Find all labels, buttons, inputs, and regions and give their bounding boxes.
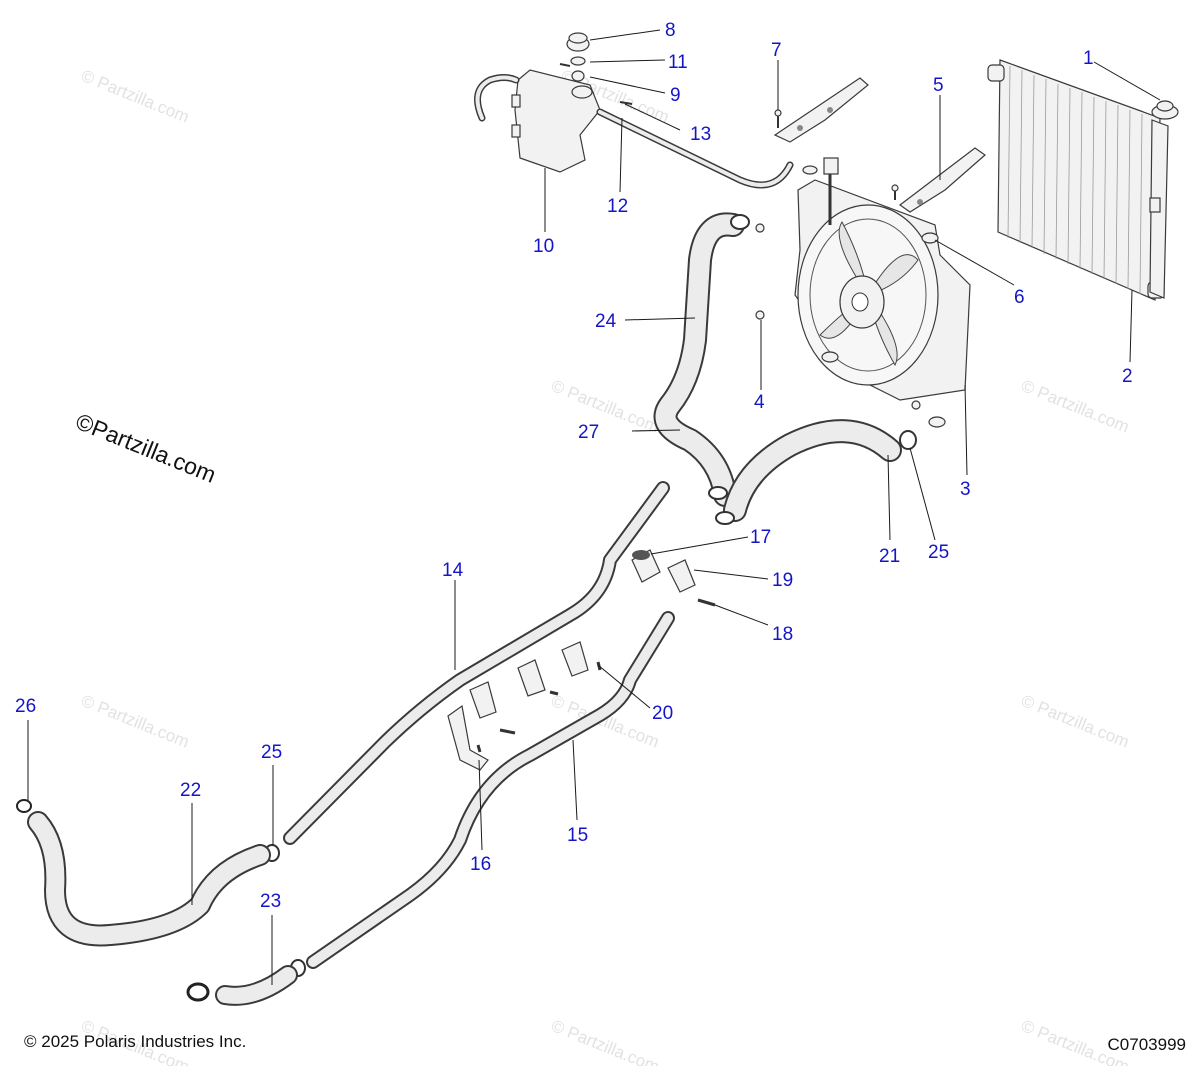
callout-1: 1: [1083, 48, 1094, 69]
callout-9: 9: [670, 85, 681, 106]
callout-5: 5: [933, 75, 944, 96]
watermark: © Partzilla.com: [549, 1016, 662, 1066]
hose-21: [723, 419, 902, 522]
callout-labels: 1 2 3 4 5 6 7 8 9 10 11 12 13 14 15 16 1…: [15, 20, 1133, 912]
clip-screws: [476, 598, 716, 753]
callout-14: 14: [442, 560, 464, 581]
hose-22: [27, 811, 271, 947]
callout-16: 16: [470, 854, 491, 875]
callout-8: 8: [665, 20, 676, 41]
radiator-cap: [1151, 100, 1179, 120]
callout-12: 12: [607, 196, 628, 217]
pipe-bracket: [447, 704, 489, 771]
bracket-bolts: [774, 109, 899, 200]
hose-sleeve: [631, 549, 661, 583]
callout-2: 2: [1122, 366, 1133, 387]
leader-lines: [27, 29, 1161, 985]
upper-bracket: [773, 77, 869, 143]
watermark: © Partzilla.com: [79, 691, 192, 752]
callout-25-lower: 25: [261, 742, 282, 763]
callout-11: 11: [668, 52, 688, 73]
callout-6: 6: [1014, 287, 1025, 308]
callout-15: 15: [567, 825, 588, 846]
figure-code: C0703999: [1107, 1035, 1186, 1054]
callout-26: 26: [15, 696, 36, 717]
pipe-clips: [469, 559, 696, 719]
hose-24: [653, 212, 745, 507]
overflow-hose: [474, 74, 794, 189]
callout-23: 23: [260, 891, 281, 912]
fan-fasteners: [755, 223, 921, 410]
watermark: © Partzilla.com: [1019, 376, 1132, 437]
callout-22: 22: [180, 780, 201, 801]
callout-27: 27: [578, 422, 599, 443]
callout-21: 21: [879, 546, 900, 567]
callout-10: 10: [533, 236, 554, 257]
callout-13: 13: [690, 124, 711, 145]
callout-4: 4: [754, 392, 765, 413]
fan-assembly: [794, 157, 971, 428]
callout-20: 20: [652, 703, 673, 724]
callout-18: 18: [772, 624, 793, 645]
radiator: [987, 59, 1169, 301]
callout-19: 19: [772, 570, 793, 591]
watermark: © Partzilla.com: [549, 376, 662, 437]
callout-17: 17: [750, 527, 771, 548]
callout-24: 24: [595, 311, 617, 332]
callout-25-upper: 25: [928, 542, 949, 563]
reservoir-screws: [559, 63, 633, 105]
pipe-14: [283, 481, 670, 845]
callout-3: 3: [960, 479, 971, 500]
watermark: © Partzilla.com: [79, 66, 192, 127]
callout-7: 7: [771, 40, 782, 61]
lower-bracket: [898, 147, 986, 213]
reservoir-cap: [566, 32, 590, 82]
copyright-notice: © 2025 Polaris Industries Inc.: [24, 1032, 247, 1051]
coolant-reservoir: [511, 69, 601, 173]
hose-clamps: [16, 214, 917, 1002]
hose-23: [215, 965, 298, 1006]
pipe-15: [306, 611, 675, 969]
watermark: © Partzilla.com: [1019, 691, 1132, 752]
